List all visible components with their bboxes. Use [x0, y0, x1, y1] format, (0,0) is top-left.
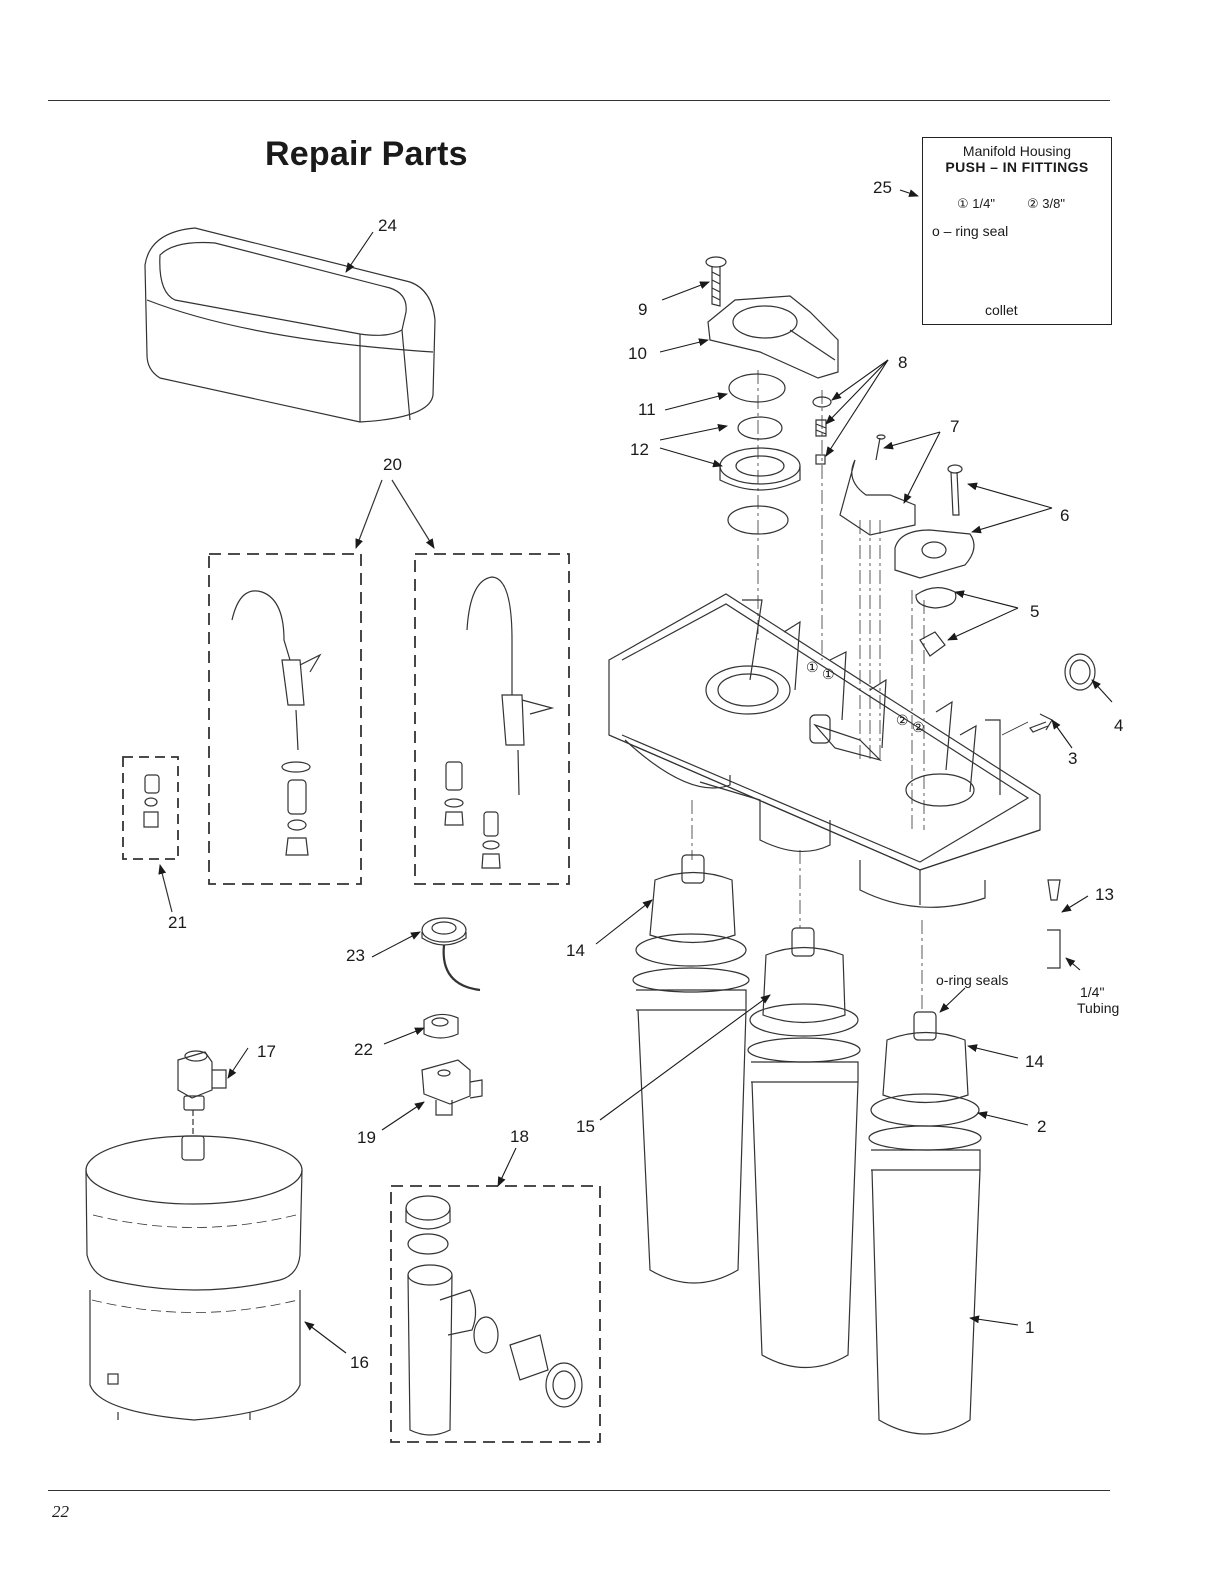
callout-16: 16 — [350, 1353, 369, 1373]
callout-14a: 14 — [566, 941, 585, 961]
storage-tank — [86, 1136, 302, 1420]
tubing-size-note: 1/4" — [1080, 984, 1104, 1001]
callout-11: 11 — [638, 400, 656, 420]
manifold-mark-2b: ② — [912, 719, 925, 735]
callout-7: 7 — [950, 417, 959, 437]
filter-cartridge-left — [633, 855, 749, 1283]
callout-12: 12 — [630, 440, 649, 460]
inset-subtitle: PUSH – IN FITTINGS — [923, 159, 1111, 175]
callout-18: 18 — [510, 1127, 529, 1147]
tank-valve — [178, 1051, 226, 1160]
callout-19: 19 — [357, 1128, 376, 1148]
tubing-label-note: Tubing — [1077, 1000, 1119, 1017]
callout-21: 21 — [168, 913, 187, 933]
callout-13: 13 — [1095, 885, 1114, 905]
faucet-adapter-parts — [422, 918, 482, 1115]
callout-22: 22 — [354, 1040, 373, 1060]
callout-9: 9 — [638, 300, 647, 320]
callout-15: 15 — [576, 1117, 595, 1137]
faucet-kit-right — [415, 554, 569, 884]
manifold-housing — [609, 594, 1040, 907]
inset-oring-label: o – ring seal — [932, 223, 1008, 239]
manifold-mark-1b: ① — [822, 666, 835, 682]
cover — [145, 228, 435, 422]
faucet-kit-left — [209, 554, 361, 884]
callout-1: 1 — [1025, 1318, 1034, 1338]
inset-size-2: ② 3/8" — [1027, 196, 1065, 212]
drain-kit — [391, 1186, 600, 1442]
callout-24: 24 — [378, 216, 397, 236]
callout-14b: 14 — [1025, 1052, 1044, 1072]
upper-assembly-parts — [692, 257, 1095, 1010]
callout-10: 10 — [628, 344, 647, 364]
callout-4: 4 — [1114, 716, 1123, 736]
inset-title: Manifold Housing — [923, 143, 1111, 159]
oring-seals-note: o-ring seals — [936, 972, 1008, 989]
manifold-mark-2a: ② — [896, 712, 909, 728]
inset-collet-label: collet — [985, 302, 1018, 318]
callout-17: 17 — [257, 1042, 276, 1062]
manifold-housing-inset: Manifold Housing PUSH – IN FITTINGS ① 1/… — [922, 137, 1112, 325]
callout-2: 2 — [1037, 1117, 1046, 1137]
callout-6: 6 — [1060, 506, 1069, 526]
bottom-rule — [48, 1490, 1110, 1491]
filter-cartridge-middle — [748, 928, 860, 1368]
page-number: 22 — [52, 1502, 69, 1522]
callout-3: 3 — [1068, 749, 1077, 769]
manifold-mark-1a: ① — [806, 659, 819, 675]
callout-23: 23 — [346, 946, 365, 966]
callout-8: 8 — [898, 353, 907, 373]
callout-25: 25 — [873, 178, 892, 198]
callout-20: 20 — [383, 455, 402, 475]
callout-5: 5 — [1030, 602, 1039, 622]
inset-size-1: ① 1/4" — [957, 196, 995, 212]
filter-cartridge-right — [869, 1012, 981, 1434]
fitting-kit — [123, 757, 178, 859]
